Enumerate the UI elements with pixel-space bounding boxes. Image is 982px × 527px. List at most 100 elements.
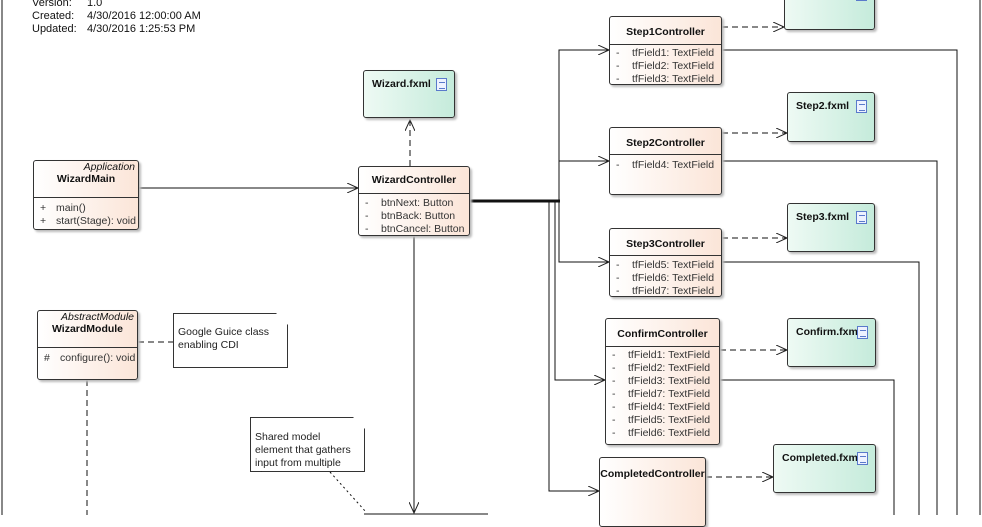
member-text: tfField7: TextField bbox=[628, 388, 711, 400]
member-text: btnCancel: Button bbox=[381, 223, 465, 235]
members: -tfField1: TextField-tfField2: TextField… bbox=[606, 347, 719, 440]
connectors bbox=[1, 0, 981, 515]
member: -tfField2: TextField bbox=[606, 362, 719, 375]
class-name: ConfirmController bbox=[606, 319, 719, 347]
class-confirm-controller[interactable]: ConfirmController-tfField1: TextField-tf… bbox=[605, 318, 720, 445]
visibility: - bbox=[365, 210, 369, 222]
note-text: Google Guice class enabling CDI bbox=[178, 326, 270, 351]
member: +main() bbox=[34, 202, 138, 215]
member-text: configure(): void bbox=[60, 352, 136, 364]
document-icon bbox=[436, 78, 447, 91]
members: +main() +start(Stage): void bbox=[34, 198, 138, 228]
visibility: - bbox=[616, 272, 620, 284]
stereotype: AbstractModule bbox=[61, 311, 134, 323]
meta-version: Version:1.0 bbox=[32, 0, 102, 9]
visibility: - bbox=[365, 197, 369, 209]
member-text: btnBack: Button bbox=[381, 210, 456, 222]
member-text: tfField7: TextField bbox=[632, 285, 715, 297]
visibility: - bbox=[616, 73, 620, 85]
member: -btnCancel: Button bbox=[359, 223, 469, 236]
fxml-name: Confirm.fxml bbox=[796, 326, 861, 338]
class-completed-controller[interactable]: CompletedController bbox=[599, 457, 706, 527]
meta-updated: Updated: 4/30/2016 1:25:53 PM bbox=[32, 23, 195, 35]
member-text: tfField1: TextField bbox=[628, 349, 711, 361]
visibility: - bbox=[612, 401, 616, 413]
member: -btnNext: Button bbox=[359, 197, 469, 210]
class-step2-controller[interactable]: Step2Controller -tfField4: TextField bbox=[609, 127, 722, 195]
class-name: Step2Controller bbox=[610, 128, 721, 155]
class-name: WizardModule bbox=[51, 323, 124, 335]
visibility: + bbox=[40, 202, 47, 214]
member: -tfField1: TextField bbox=[606, 349, 719, 362]
member: -tfField4: TextField bbox=[606, 401, 719, 414]
visibility: - bbox=[616, 60, 620, 72]
visibility: - bbox=[612, 414, 616, 426]
fxml-name: Completed.fxml bbox=[782, 452, 861, 464]
note-shared-model[interactable]: Shared model element that gathers input … bbox=[250, 417, 365, 472]
step3-fxml[interactable]: Step3.fxml bbox=[787, 203, 875, 252]
completed-fxml[interactable]: Completed.fxml bbox=[773, 444, 876, 493]
member-text: tfField4: TextField bbox=[632, 159, 715, 171]
class-name: CompletedController bbox=[600, 468, 705, 480]
label: Created: bbox=[32, 10, 75, 22]
member-text: btnNext: Button bbox=[381, 197, 454, 209]
member: -tfField5: TextField bbox=[606, 414, 719, 427]
step2-fxml[interactable]: Step2.fxml bbox=[787, 92, 875, 142]
class-name: Step3Controller bbox=[610, 229, 721, 256]
member-text: tfField1: TextField bbox=[632, 47, 715, 59]
value: 4/30/2016 1:25:53 PM bbox=[87, 23, 196, 35]
member-text: tfField4: TextField bbox=[628, 401, 711, 413]
member-text: tfField3: TextField bbox=[628, 375, 711, 387]
member: # configure(): void bbox=[38, 352, 137, 365]
class-name: WizardMain bbox=[56, 173, 116, 185]
member: -tfField5: TextField bbox=[610, 259, 721, 272]
members: -tfField1: TextField-tfField2: TextField… bbox=[610, 45, 721, 86]
member-text: tfField2: TextField bbox=[628, 362, 711, 374]
member: -tfField7: TextField bbox=[606, 388, 719, 401]
members: -tfField5: TextField-tfField6: TextField… bbox=[610, 256, 721, 298]
member: +start(Stage): void bbox=[34, 215, 138, 228]
class-step3-controller[interactable]: Step3Controller-tfField5: TextField-tfFi… bbox=[609, 228, 722, 297]
document-icon bbox=[856, 100, 867, 113]
confirm-fxml[interactable]: Confirm.fxml bbox=[787, 318, 876, 367]
visibility: - bbox=[616, 259, 620, 271]
value: 1.0 bbox=[87, 0, 103, 9]
visibility: - bbox=[616, 47, 620, 59]
label: Updated: bbox=[32, 23, 77, 35]
class-name: Step1Controller bbox=[610, 17, 721, 45]
member-text: tfField6: TextField bbox=[628, 427, 711, 439]
visibility: - bbox=[616, 285, 620, 297]
members: -btnNext: Button-btnBack: Button-btnCanc… bbox=[359, 194, 469, 236]
fxml-name: Step2.fxml bbox=[796, 100, 850, 112]
visibility: - bbox=[616, 159, 620, 171]
members: -tfField4: TextField bbox=[610, 155, 721, 172]
member: -tfField3: TextField bbox=[606, 375, 719, 388]
visibility: - bbox=[365, 223, 369, 235]
fxml-name: Step3.fxml bbox=[796, 211, 850, 223]
value: 4/30/2016 12:00:00 AM bbox=[87, 10, 201, 22]
member-text: tfField2: TextField bbox=[632, 60, 715, 72]
document-icon bbox=[856, 0, 867, 1]
stereotype: Application bbox=[83, 161, 135, 173]
member: -tfField2: TextField bbox=[610, 60, 721, 73]
document-icon bbox=[856, 211, 867, 224]
class-step1-controller[interactable]: Step1Controller-tfField1: TextField-tfFi… bbox=[609, 16, 722, 85]
class-wizard-controller[interactable]: WizardController -btnNext: Button-btnBac… bbox=[358, 166, 470, 236]
document-icon bbox=[857, 326, 868, 339]
wizard-fxml[interactable]: Wizard.fxml bbox=[363, 70, 455, 118]
member-text: tfField3: TextField bbox=[632, 73, 715, 85]
member: -tfField1: TextField bbox=[610, 47, 721, 60]
member: -tfField4: TextField bbox=[610, 159, 721, 172]
visibility: + bbox=[40, 215, 47, 227]
visibility: # bbox=[44, 352, 50, 364]
member: -tfField6: TextField bbox=[610, 272, 721, 285]
members: # configure(): void bbox=[38, 348, 137, 365]
note-guice[interactable]: Google Guice class enabling CDI bbox=[173, 313, 288, 368]
visibility: - bbox=[612, 388, 616, 400]
document-icon bbox=[857, 452, 868, 465]
step1-fxml[interactable] bbox=[784, 0, 875, 30]
